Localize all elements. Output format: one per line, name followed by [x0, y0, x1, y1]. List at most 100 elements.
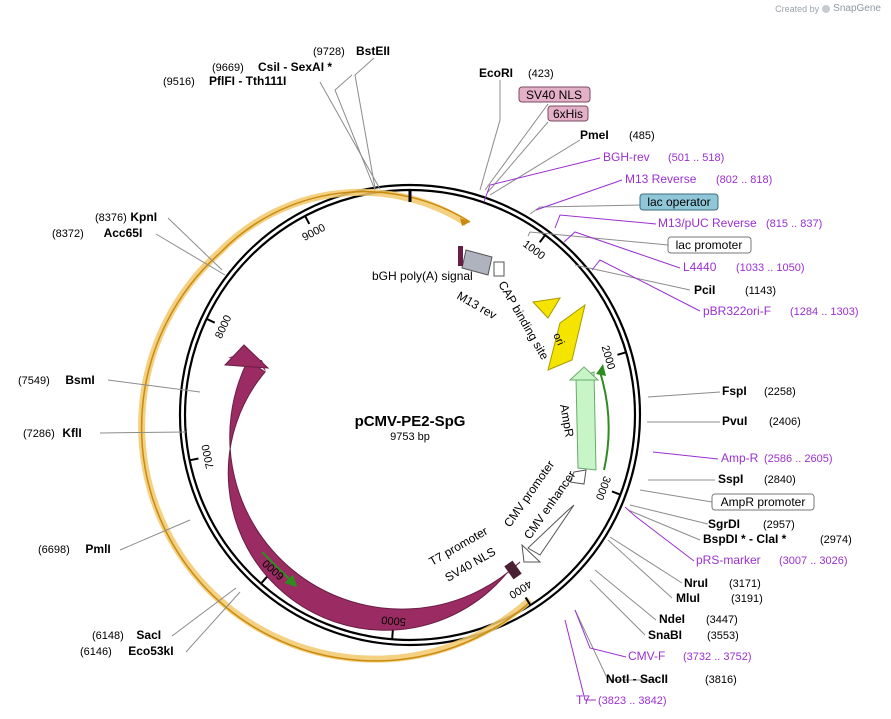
site-position: (3447) [706, 614, 738, 626]
site-position: (3191) [731, 593, 763, 605]
site-name: Acc65I [104, 226, 143, 240]
site-position: (2258) [764, 386, 796, 398]
his6-box: 6xHis [547, 105, 589, 122]
tick-mark [611, 490, 621, 496]
site-name: NruI [684, 576, 708, 590]
cmv-promoter-arrowhead [521, 543, 542, 563]
tick-mark [189, 457, 199, 462]
ori-arrowhead [531, 297, 561, 319]
site-name: EcoRI [479, 66, 513, 80]
lac-promoter-box: lac promoter [667, 236, 752, 254]
ampr-promoter-box-label: AmpR promoter [721, 495, 806, 509]
bgh-polya-label: bGH poly(A) signal [372, 269, 473, 283]
m13rev-label: M13 rev [455, 288, 500, 322]
orf-arrowhead-top [460, 218, 470, 226]
site-position: (423) [528, 68, 554, 80]
primer-name: M13/pUC Reverse [658, 216, 757, 230]
site-name: PflFI - Tth111I [209, 74, 286, 88]
orf-arrow-left [140, 252, 531, 662]
credit-brand: SnapGene [833, 3, 881, 14]
site-name: BsmI [65, 373, 94, 387]
primer-range: (501 .. 518) [668, 152, 724, 164]
primer-name: T7 [576, 693, 590, 707]
site-position: (1143) [745, 285, 776, 297]
tick-label: 4000 [507, 577, 534, 600]
tick-label: 8000 [213, 313, 234, 340]
primer-range: (3732 .. 3752) [683, 651, 752, 663]
primer-leaders [483, 157, 719, 701]
lac-promoter-box-label: lac promoter [676, 238, 743, 252]
site-position: (3553) [707, 630, 739, 642]
backbone-outer-ring [178, 183, 642, 647]
site-leaders [99, 57, 721, 681]
his6-box-label: 6xHis [553, 107, 583, 121]
ampr-promoter-box: AmpR promoter [711, 493, 815, 511]
cas9-orf-arrow [261, 551, 298, 588]
site-name: CsiI - SexAI * [258, 60, 332, 74]
site-name: SnaBI [648, 628, 682, 642]
tick-label: 3000 [593, 474, 613, 501]
cmv-enhancer-feature [527, 504, 575, 556]
primer-range: (1284 .. 1303) [790, 306, 859, 318]
site-position: (9728) [313, 46, 345, 58]
site-name: Eco53kI [128, 644, 173, 658]
ampr-promoter-feature [569, 469, 587, 485]
bgh-polya-feature [461, 249, 493, 276]
primer-range: (3823 .. 3842) [598, 695, 667, 707]
ampr-arrowhead [568, 366, 600, 381]
plasmid-length: 9753 bp [390, 431, 430, 443]
primer-range: (802 .. 818) [716, 174, 772, 186]
site-name: BstEII [356, 44, 390, 58]
site-position: (6146) [80, 646, 112, 658]
primer-name: L4440 [683, 260, 717, 274]
site-labels: (9728)BstEII(9669)CsiI - SexAI *(9516)Pf… [18, 44, 852, 686]
site-name: PciI [694, 283, 715, 297]
primer-name: CMV-F [628, 649, 665, 663]
nls-mini-feature [458, 246, 463, 266]
site-position: (8376) [95, 212, 127, 224]
ampr-feature [575, 371, 597, 471]
site-position: (485) [629, 130, 655, 142]
site-position: (3171) [729, 578, 761, 590]
tick-mark [260, 576, 268, 585]
site-name: PmlI [85, 542, 110, 556]
tick-mark [206, 317, 216, 324]
site-name: PmeI [580, 128, 609, 142]
credit-text: Created by [775, 3, 820, 14]
site-name: NdeI [659, 612, 685, 626]
ampr-orf-arrow [599, 371, 610, 471]
site-position: (6698) [38, 544, 70, 556]
ori-feature [547, 303, 586, 371]
sv40-nls-box-label: SV40 NLS [526, 88, 582, 102]
cas9-arrow-tip [223, 344, 270, 369]
site-name: BspDI * - ClaI * [703, 532, 787, 546]
primer-labels: BGH-rev (501 .. 518) M13 Reverse (802 .. 81… [576, 150, 859, 707]
site-name: PvuI [722, 414, 747, 428]
m13rev-feature [493, 261, 505, 277]
lac-operator-box: lac operator [639, 193, 719, 211]
tick-mark [617, 351, 627, 356]
site-name: SgrDI [708, 517, 740, 531]
ampr-label: AmpR [557, 403, 577, 439]
tick-mark [391, 630, 394, 640]
site-name: FspI [722, 384, 747, 398]
site-name: KflI [62, 426, 81, 440]
primer-name: pBR322ori-F [703, 304, 771, 318]
site-position: (3816) [705, 674, 737, 686]
site-name: KpnI [130, 210, 157, 224]
lac-operator-box-label: lac operator [647, 195, 710, 209]
primer-name: BGH-rev [603, 150, 650, 164]
site-position: (2974) [820, 534, 852, 546]
snapgene-logo-icon [822, 4, 831, 13]
tick-label: 7000 [200, 443, 217, 469]
sv40-nls-box: SV40 NLS [518, 86, 591, 103]
site-name: MluI [676, 591, 700, 605]
tick-label: 5000 [381, 613, 406, 627]
site-position: (7549) [18, 375, 50, 387]
tick-label: 1000 [520, 238, 547, 262]
tick-mark [524, 596, 532, 606]
primer-range: (3007 .. 3026) [779, 555, 848, 567]
primer-name: M13 Reverse [625, 172, 697, 186]
ori-label: ori [550, 331, 566, 347]
